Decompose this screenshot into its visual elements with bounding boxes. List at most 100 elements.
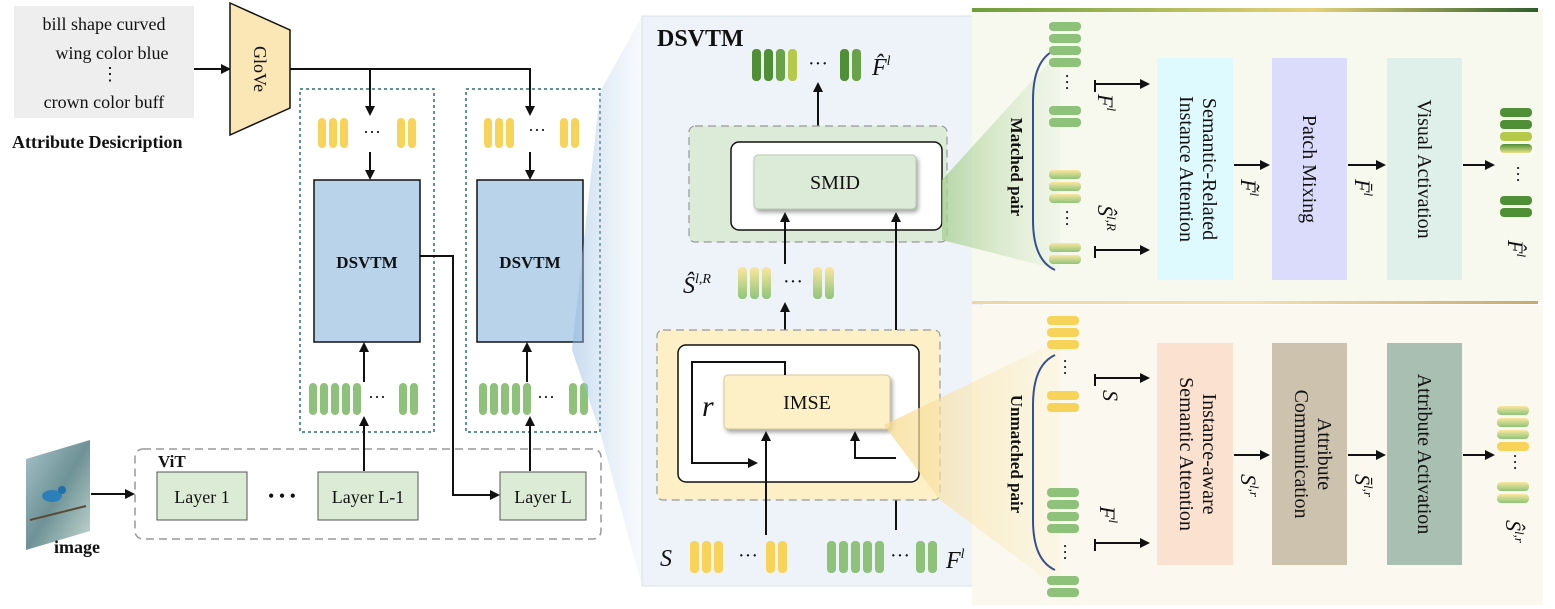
imse-recurrent-loop: [691, 361, 786, 468]
unmatched-S-label: S: [1098, 390, 1123, 401]
attribute-description-box: bill shape curved wing color blue ⋮ crow…: [14, 6, 194, 118]
dsvtm-block-2-label: DSVTM: [499, 253, 560, 272]
recurrence-r-label: r: [702, 390, 714, 423]
unmatched-S-mid-label: Sl,r: [1236, 474, 1262, 498]
attribute-activation-label: Attribute Activation: [1413, 374, 1435, 535]
attr-line-3: ⋮: [101, 64, 119, 84]
vit-layer-L: [499, 471, 587, 521]
vit-layer-L-1: [317, 471, 419, 521]
iasa-line-2: Semantic Attention: [1175, 377, 1197, 531]
instance-aware-semantic-attention-block: [1157, 343, 1233, 565]
vit-container: [134, 448, 602, 540]
dsvtm-group-2: [465, 88, 601, 433]
dsvtm-detail-title: DSVTM: [657, 26, 744, 52]
matched-s-tokens: ···: [1049, 170, 1081, 264]
unmatched-output-tokens: ···: [1497, 406, 1529, 503]
f-tokens-bottom: ···: [827, 541, 937, 573]
sria-line-2: Instance Attention: [1175, 96, 1197, 242]
green-tokens-1: ···: [309, 383, 418, 415]
ac-line-1: Attribute: [1313, 418, 1335, 490]
dsvtm-detail-panel: [641, 15, 983, 587]
arrow-glove-to-dsvtm2: [290, 68, 535, 116]
patch-mixing-block: [1272, 58, 1347, 280]
semantic-related-instance-attention-block: [1157, 58, 1233, 280]
glove-label: GloVe: [250, 46, 270, 92]
label-f-hat: F̂l: [871, 54, 891, 81]
green-tokens-2: ···: [479, 383, 588, 415]
image-label: image: [54, 537, 100, 557]
arrow-dsvtm1-to-layerL: [420, 255, 500, 500]
zoom-funnel-imse: [884, 340, 1060, 590]
yellow-tokens-1: ···: [318, 118, 416, 148]
matched-out-F-hat-label: F̂l: [1503, 239, 1529, 257]
imse-label: IMSE: [783, 392, 831, 414]
matched-F-tilde-label: F̃l: [1236, 178, 1262, 196]
svg-text:···: ···: [528, 120, 546, 140]
matched-output-tokens: ···: [1500, 108, 1532, 217]
svg-text:···: ···: [1055, 358, 1075, 376]
svg-text:···: ···: [363, 122, 381, 142]
sria-line-1: Semantic-Related: [1198, 98, 1220, 240]
matched-pair-label: Matched pair: [1007, 118, 1026, 217]
svg-text:···: ···: [1055, 543, 1075, 561]
label-s-bottom: S: [660, 546, 672, 572]
output-f-hat-tokens: ···: [752, 49, 861, 81]
unmatched-pair-label: Unmatched pair: [1007, 395, 1026, 514]
bird-photo-icon: [26, 440, 90, 550]
smid-block: [753, 154, 917, 210]
dsvtm-block-2: [476, 179, 584, 343]
vit-title: ViT: [158, 452, 186, 471]
ac-line-2: Communication: [1290, 390, 1312, 519]
unmatched-brace: [1032, 354, 1056, 571]
glove-encoder: [229, 1, 291, 137]
svg-text:···: ···: [808, 53, 828, 75]
svg-text:···: ···: [537, 387, 555, 407]
vit-layer-L-label: Layer L: [514, 487, 571, 507]
iasa-line-1: Instance-aware: [1198, 393, 1220, 514]
matched-F-label: Fl: [1093, 93, 1119, 111]
matched-S-hat-label: Ŝl,R: [1093, 205, 1119, 231]
matched-F-bar-label: F̄l: [1350, 178, 1376, 196]
vit-layer-L-1-label: Layer L-1: [332, 487, 404, 507]
yellow-tokens-2: ···: [484, 118, 579, 148]
matched-brace: [1032, 49, 1056, 271]
matched-f-tokens: ···: [1049, 22, 1081, 127]
dsvtm-block-1-label: DSVTM: [336, 253, 397, 272]
svg-text:···: ···: [368, 387, 386, 407]
zoom-funnel-dsvtm: [572, 16, 642, 586]
attr-line-1: bill shape curved: [43, 14, 166, 34]
vit-layer-1-label: Layer 1: [174, 487, 229, 507]
s-hat-tokens: ···: [738, 267, 834, 299]
unmatched-f-tokens: ···: [1047, 488, 1079, 597]
svg-text:···: ···: [738, 545, 758, 567]
unmatched-s-tokens: ···: [1047, 316, 1079, 412]
vit-ellipsis: • • •: [268, 486, 296, 506]
patch-mixing-label: Patch Mixing: [1298, 115, 1320, 223]
s-tokens-bottom: ···: [690, 541, 787, 573]
smid-label: SMID: [810, 172, 860, 194]
vit-layer-1: [156, 471, 248, 521]
svg-text:···: ···: [1057, 73, 1077, 91]
zoom-funnel-smid: [942, 50, 1060, 270]
svg-text:···: ···: [1508, 165, 1528, 183]
attr-line-2: wing color blue: [56, 43, 169, 63]
matched-top-bar: [972, 8, 1538, 12]
attr-line-4: crown color buff: [44, 92, 165, 112]
unmatched-F-label: Fl: [1095, 505, 1121, 523]
dsvtm-group-1: [299, 88, 435, 433]
visual-activation-block: [1387, 58, 1462, 280]
svg-text:···: ···: [783, 271, 803, 293]
imse-block: [723, 374, 891, 430]
unmatched-S-bar-label: S̄l,r: [1350, 474, 1376, 498]
svg-text:···: ···: [1505, 453, 1525, 471]
visual-activation-label: Visual Activation: [1413, 99, 1435, 238]
label-f-bottom: Fl: [945, 547, 965, 574]
unmatched-out-S-hat-label: Ŝl,r: [1501, 520, 1527, 544]
attribute-description-caption: Attribute Desicription: [12, 132, 182, 152]
label-s-hat-lR: Ŝl,R: [683, 272, 711, 299]
attribute-communication-block: [1272, 343, 1347, 565]
panel-divider: [972, 301, 1538, 304]
attribute-activation-block: [1387, 343, 1462, 565]
svg-text:···: ···: [1057, 209, 1077, 227]
